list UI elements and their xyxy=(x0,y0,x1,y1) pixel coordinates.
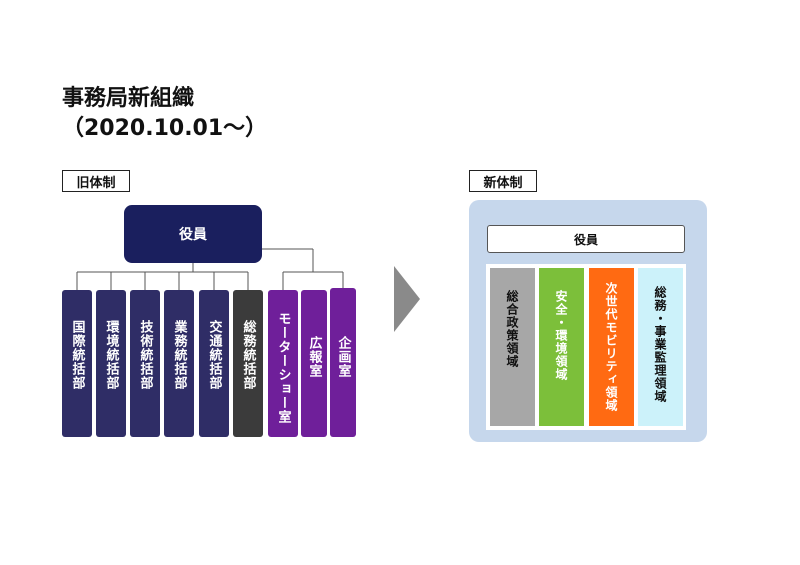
old-division-technology: 技術統括部 xyxy=(130,290,160,437)
domain-label: 総務・事業監理領域 xyxy=(653,286,667,403)
old-division-pr: 広報室 xyxy=(301,290,327,437)
domain-label: 安全・環境領域 xyxy=(554,290,568,381)
division-label: モーターショー室 xyxy=(275,312,291,424)
page-title: 事務局新組織 （2020.10.01～） xyxy=(62,84,267,144)
old-division-business: 業務統括部 xyxy=(164,290,194,437)
new-org-tag: 新体制 xyxy=(469,170,537,192)
new-domain-next-gen-mobility: 次世代モビリティ領域 xyxy=(589,268,634,426)
old-division-planning: 企画室 xyxy=(330,288,356,437)
division-label: 国際統括部 xyxy=(69,320,85,390)
old-division-environment: 環境統括部 xyxy=(96,290,126,437)
new-domain-safety-environment: 安全・環境領域 xyxy=(539,268,584,426)
domain-label: 次世代モビリティ領域 xyxy=(604,282,618,412)
new-executive-box: 役員 xyxy=(487,225,685,253)
new-domains-container: 総合政策領域 安全・環境領域 次世代モビリティ領域 総務・事業監理領域 xyxy=(486,264,686,430)
division-label: 広報室 xyxy=(306,336,322,378)
old-division-traffic: 交通統括部 xyxy=(199,290,229,437)
old-org-tag: 旧体制 xyxy=(62,170,130,192)
title-line-2: （2020.10.01～） xyxy=(62,116,268,141)
old-division-motor-show: モーターショー室 xyxy=(268,290,298,437)
domain-label: 総合政策領域 xyxy=(505,290,519,368)
new-domain-general-policy: 総合政策領域 xyxy=(490,268,535,426)
old-executive-box: 役員 xyxy=(124,205,262,263)
old-division-general-affairs: 総務統括部 xyxy=(233,290,263,437)
division-label: 技術統括部 xyxy=(137,320,153,390)
new-domain-general-affairs-business: 総務・事業監理領域 xyxy=(638,268,683,426)
division-label: 総務統括部 xyxy=(240,320,256,390)
old-division-international: 国際統括部 xyxy=(62,290,92,437)
division-label: 交通統括部 xyxy=(206,320,222,390)
title-line-1: 事務局新組織 xyxy=(62,86,195,111)
division-label: 業務統括部 xyxy=(171,320,187,390)
division-label: 環境統括部 xyxy=(103,320,119,390)
division-label: 企画室 xyxy=(335,336,351,378)
right-triangle-arrow-icon xyxy=(394,266,420,332)
